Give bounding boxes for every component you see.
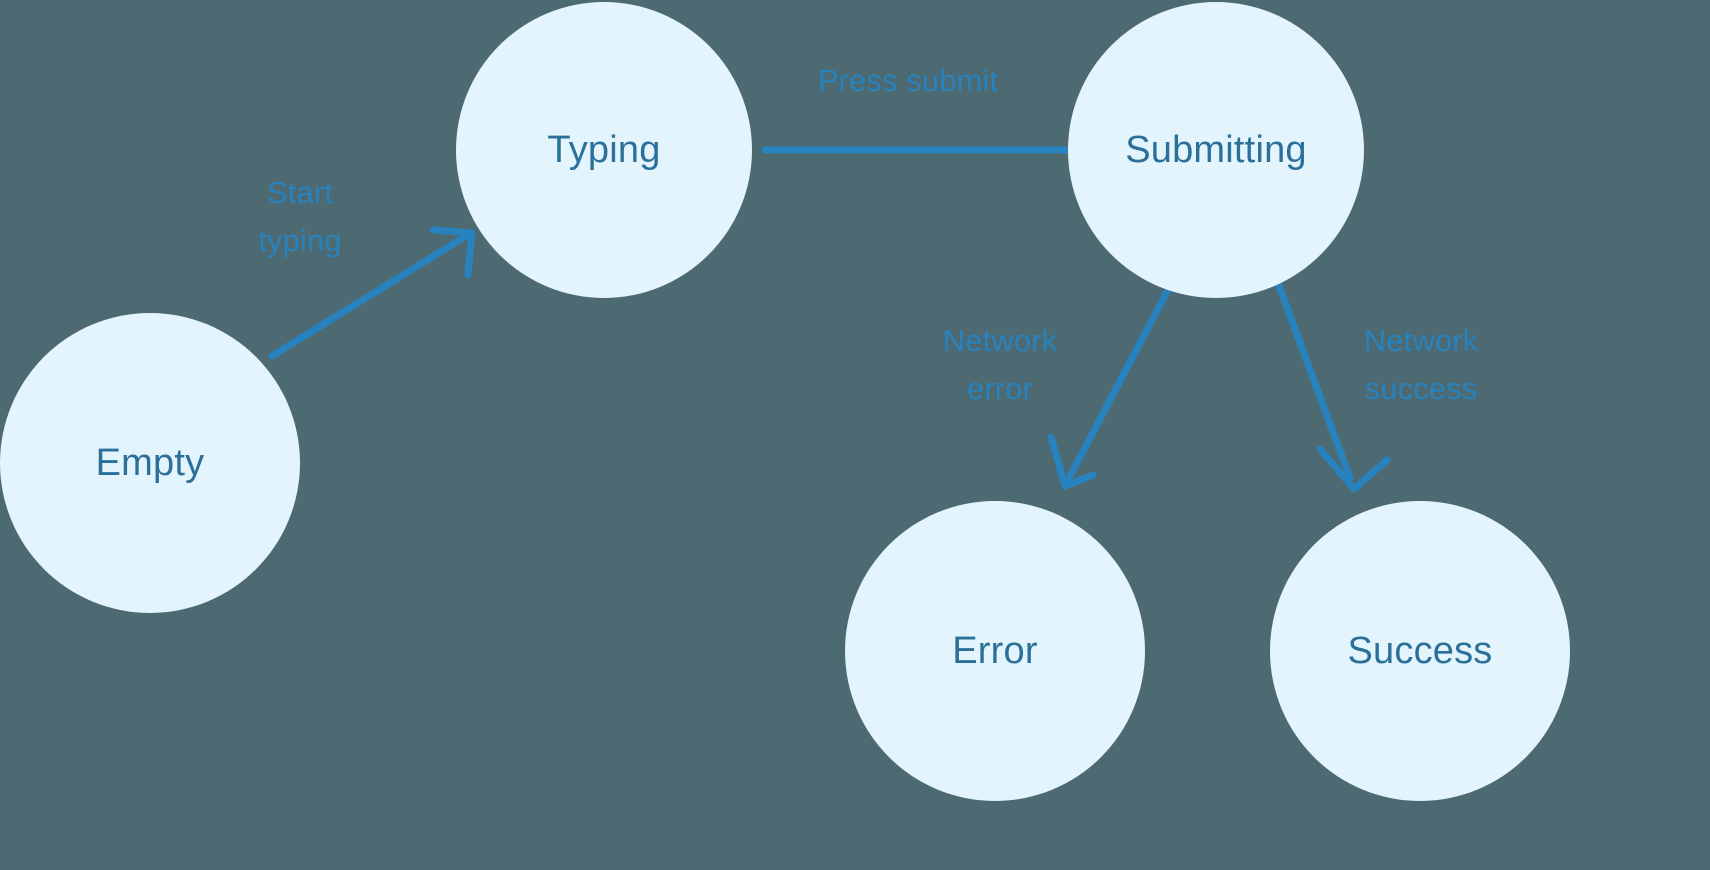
edge-label-network-success: Network success: [1363, 323, 1479, 407]
state-node-error[interactable]: Error: [845, 501, 1145, 801]
state-node-label-empty: Empty: [95, 442, 205, 484]
state-node-empty[interactable]: Empty: [0, 313, 300, 613]
state-node-typing[interactable]: Typing: [456, 2, 752, 298]
state-node-label-submitting: Submitting: [1125, 129, 1307, 171]
edge-label-network-error: Network error: [942, 323, 1058, 407]
edge-empty-to-typing: [268, 226, 476, 360]
state-node-label-success: Success: [1347, 630, 1493, 672]
state-node-success[interactable]: Success: [1270, 501, 1570, 801]
state-node-label-error: Error: [952, 630, 1038, 672]
edge-label-press-submit: Press submit: [817, 63, 999, 98]
edge-label-start-typing: Start typing: [258, 175, 342, 259]
state-node-submitting[interactable]: Submitting: [1068, 2, 1364, 298]
state-node-label-typing: Typing: [547, 129, 661, 171]
edge-submitting-to-error: [1047, 286, 1172, 490]
edge-submitting-to-success: [1274, 279, 1391, 493]
